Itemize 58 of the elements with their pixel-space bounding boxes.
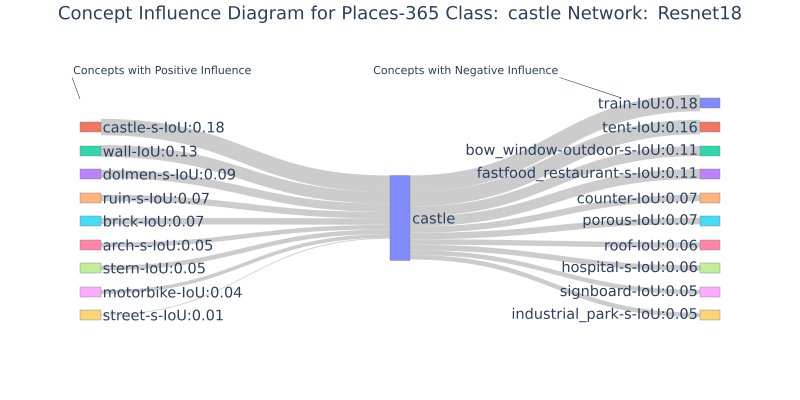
leader-line bbox=[72, 77, 80, 100]
leader-line bbox=[559, 77, 622, 98]
node-label: stern-IoU:0.05 bbox=[103, 262, 205, 274]
flow-band bbox=[101, 218, 390, 225]
node-label: castle-s-IoU:0.18 bbox=[104, 121, 224, 133]
concept-node: industrial_park-s-IoU:0.05 bbox=[512, 308, 720, 322]
concept-node: castle-s-IoU:0.18 bbox=[80, 121, 224, 133]
node-label: roof-IoU:0.06 bbox=[605, 239, 697, 251]
node-label: castle bbox=[413, 212, 454, 224]
flow-band bbox=[100, 229, 390, 270]
node-label: tent-IoU:0.16 bbox=[602, 122, 697, 132]
flow-band bbox=[100, 234, 390, 294]
concept-node: dolmen-s-IoU:0.09 bbox=[80, 168, 235, 180]
flow-band bbox=[100, 224, 390, 248]
concept-node: stern-IoU:0.05 bbox=[80, 262, 205, 274]
node-label: wall-IoU:0.13 bbox=[103, 145, 197, 157]
concept-node: bow_window-outdoor-s-IoU:0.11 bbox=[466, 144, 720, 158]
flow-band bbox=[100, 170, 390, 212]
concept-node: tent-IoU:0.16 bbox=[602, 122, 720, 132]
concept-node: street-s-IoU:0.01 bbox=[80, 310, 223, 320]
flow-band bbox=[410, 194, 700, 233]
concept-node: brick-IoU:0.07 bbox=[80, 215, 204, 227]
flow-band bbox=[410, 239, 700, 248]
node-label: brick-IoU:0.07 bbox=[104, 215, 204, 227]
concept-node: motorbike-IoU:0.04 bbox=[80, 286, 242, 298]
concept-node: train-IoU:0.18 bbox=[598, 97, 720, 109]
flow-band bbox=[410, 94, 700, 192]
concept-node: hospital-s-IoU:0.06 bbox=[562, 260, 720, 276]
flow-band bbox=[410, 254, 700, 318]
flow-band bbox=[100, 118, 390, 192]
node-label: motorbike-IoU:0.04 bbox=[104, 286, 242, 298]
flow-band bbox=[100, 238, 390, 316]
concept-node: signboard-IoU:0.05 bbox=[560, 284, 720, 300]
flow-band bbox=[410, 169, 700, 226]
concept-node: counter-IoU:0.07 bbox=[578, 192, 720, 204]
class-node: castle bbox=[390, 175, 454, 261]
flow-band bbox=[410, 244, 700, 271]
concept-node: roof-IoU:0.06 bbox=[605, 239, 720, 251]
flow-band bbox=[100, 145, 390, 204]
concept-node: wall-IoU:0.13 bbox=[80, 145, 197, 157]
flow-band bbox=[410, 146, 700, 216]
node-label: street-s-IoU:0.01 bbox=[103, 310, 223, 320]
node-label: train-IoU:0.18 bbox=[598, 97, 697, 109]
annotation: Concepts with Positive Influence bbox=[74, 66, 251, 76]
concept-node: ruin-s-IoU:0.07 bbox=[80, 192, 209, 204]
node-label: arch-s-IoU:0.05 bbox=[104, 239, 212, 251]
concept-node: fastfood_restaurant-s-IoU:0.11 bbox=[477, 166, 720, 182]
annotation: Concepts with Negative Influence bbox=[374, 66, 558, 76]
concept-node: arch-s-IoU:0.05 bbox=[80, 239, 212, 251]
node-label: counter-IoU:0.07 bbox=[578, 192, 697, 204]
title: Concept Influence Diagram for Places-365 Class: castle Network: Resnet18 bbox=[58, 6, 741, 23]
flow-band bbox=[410, 218, 700, 240]
flow-band bbox=[100, 194, 390, 218]
node-label: porous-IoU:0.07 bbox=[584, 214, 697, 228]
node-label: dolmen-s-IoU:0.09 bbox=[104, 168, 235, 180]
node-label: ruin-s-IoU:0.07 bbox=[104, 192, 209, 204]
flow-band bbox=[410, 250, 700, 294]
concept-node: porous-IoU:0.07 bbox=[584, 214, 720, 228]
